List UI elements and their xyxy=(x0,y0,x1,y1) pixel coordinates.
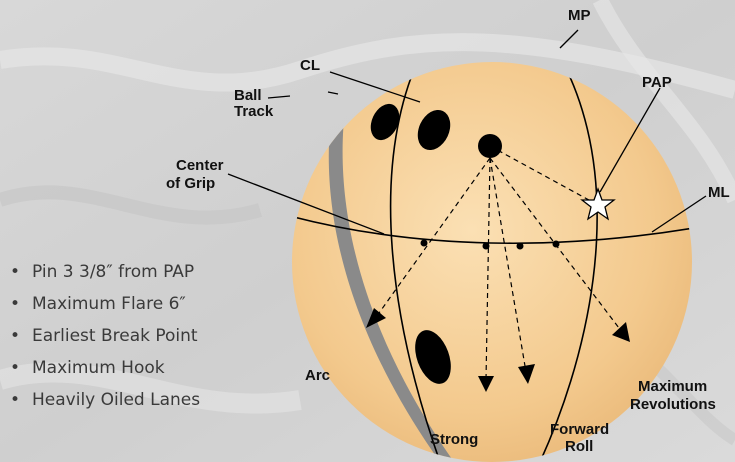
label-ball-track-2: Track xyxy=(234,103,274,120)
bullet-dot: • xyxy=(10,390,21,410)
label-cl: CL xyxy=(300,57,320,74)
label-center-grip-1: Center xyxy=(176,157,224,174)
grip-to-pap-line xyxy=(489,145,599,206)
list-item: • Maximum Hook xyxy=(10,354,200,386)
bullet-dot: • xyxy=(10,262,21,282)
label-strong: Strong xyxy=(430,431,478,448)
ml-equator xyxy=(292,215,692,245)
label-max-rev-2: Revolutions xyxy=(630,396,716,413)
label-max-rev-1: Maximum xyxy=(638,378,707,395)
equator-dots xyxy=(420,239,560,250)
bullet-dot: • xyxy=(10,326,21,346)
label-mp: MP xyxy=(568,7,591,24)
label-pap: PAP xyxy=(642,74,672,91)
star-icon xyxy=(580,187,616,221)
label-forward-roll-1: Forward xyxy=(550,421,609,438)
cl-meridian xyxy=(389,62,441,462)
label-forward-roll-2: Roll xyxy=(565,438,593,455)
list-item-text: Pin 3 3/8″ from PAP xyxy=(32,262,195,282)
list-item: • Earliest Break Point xyxy=(10,322,200,354)
label-ball-track-1: Ball xyxy=(234,87,262,104)
list-item-text: Earliest Break Point xyxy=(32,326,198,346)
list-item: • Pin 3 3/8″ from PAP xyxy=(10,258,200,290)
label-center-grip-2: of Grip xyxy=(166,175,215,192)
list-item: • Heavily Oiled Lanes xyxy=(10,386,200,418)
list-item: • Maximum Flare 6″ xyxy=(10,290,200,322)
mp-meridian xyxy=(539,62,598,462)
finger-hole-left xyxy=(370,103,400,141)
label-arc: Arc xyxy=(305,367,330,384)
finger-hole-right xyxy=(417,109,451,151)
specs-list: • Pin 3 3/8″ from PAP • Maximum Flare 6″ •… xyxy=(10,258,200,418)
list-item-text: Heavily Oiled Lanes xyxy=(32,390,201,410)
bullet-dot: • xyxy=(10,294,21,314)
list-item-text: Maximum Flare 6″ xyxy=(32,294,186,314)
thumb-hole xyxy=(415,330,451,384)
label-ml: ML xyxy=(708,184,730,201)
list-item-text: Maximum Hook xyxy=(32,358,165,378)
bullet-dot: • xyxy=(10,358,21,378)
leader-lines xyxy=(227,29,707,235)
